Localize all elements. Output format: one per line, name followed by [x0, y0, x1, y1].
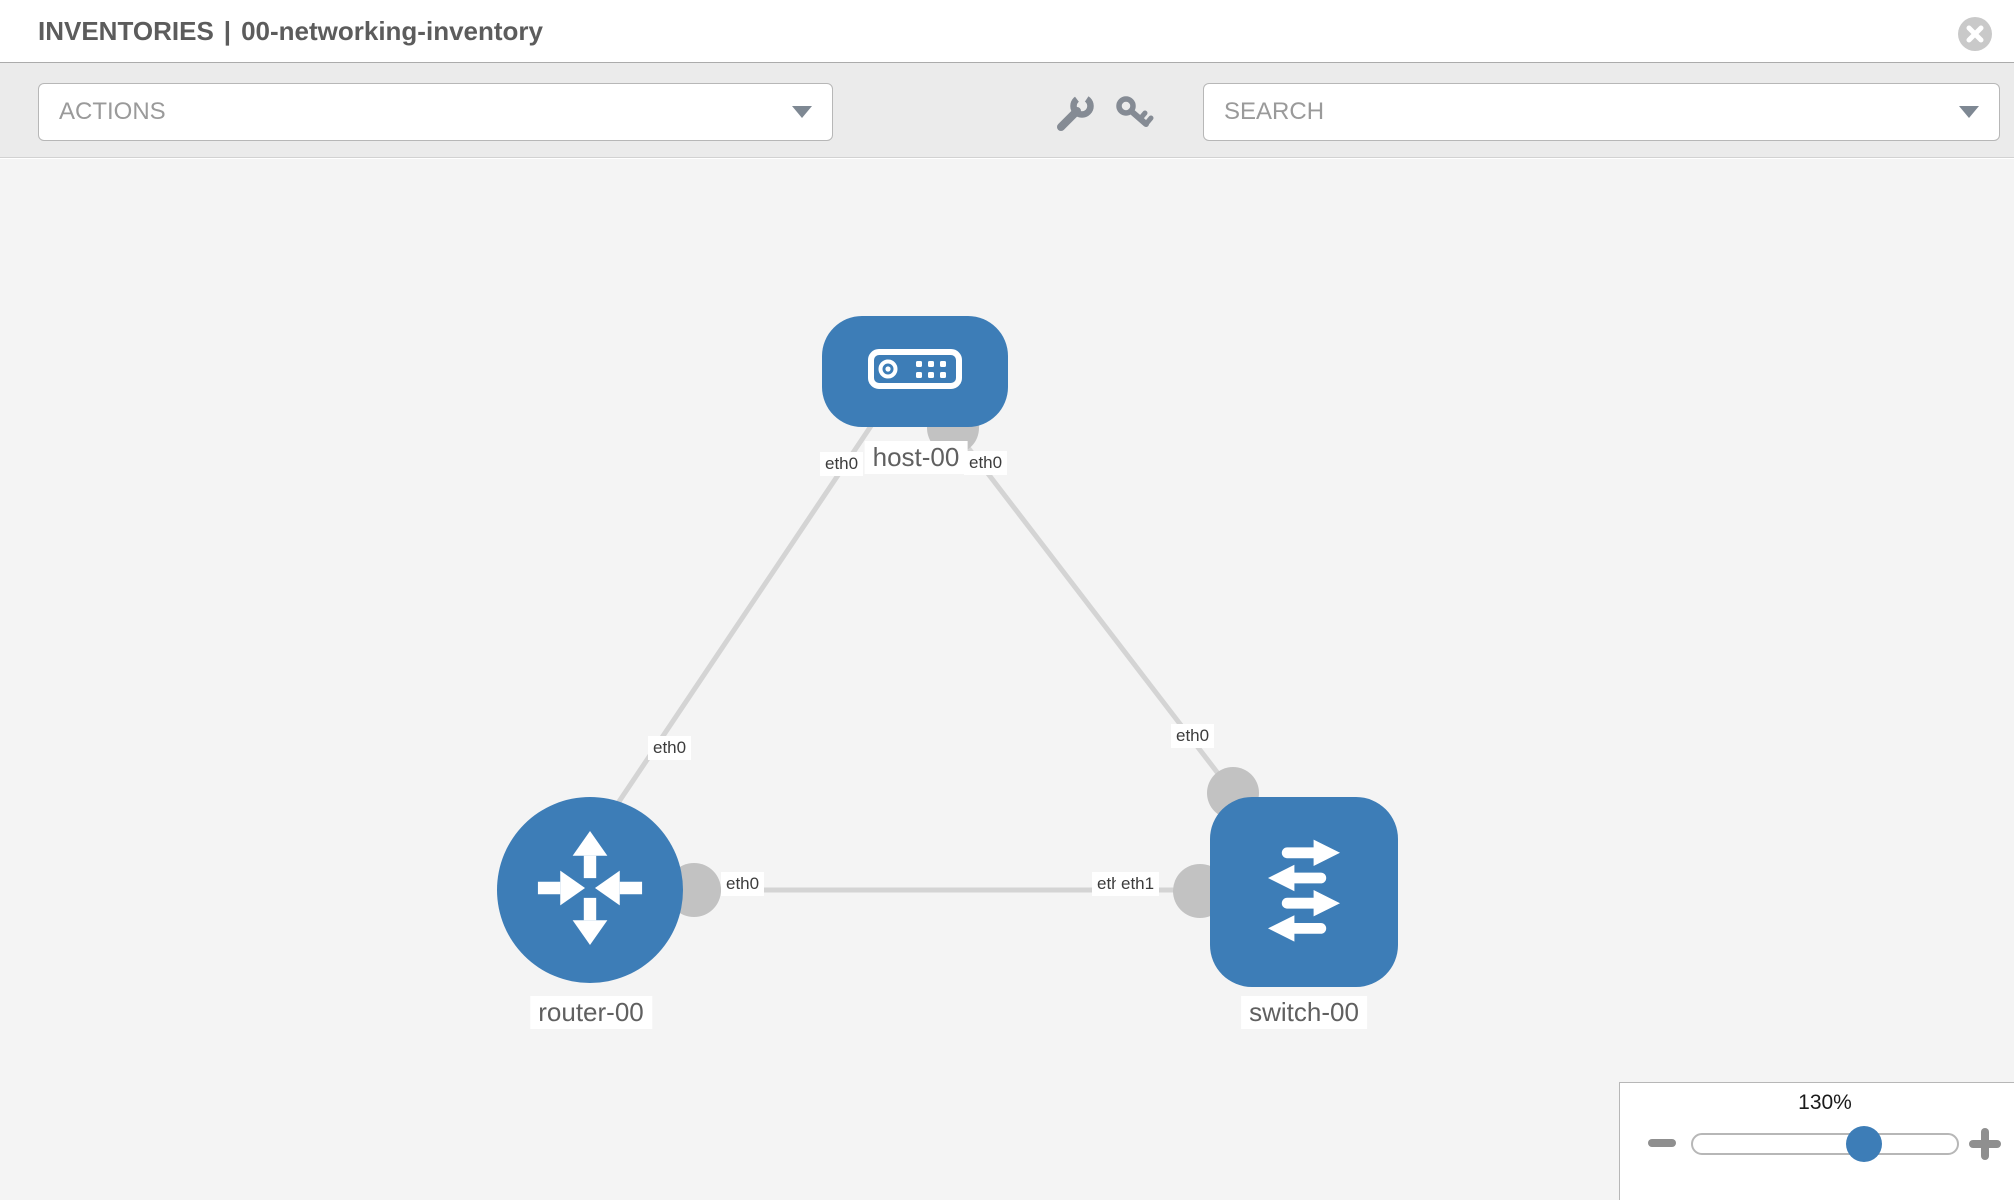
zoom-slider-thumb[interactable]	[1846, 1126, 1882, 1162]
page-title-section: INVENTORIES	[38, 15, 214, 46]
zoom-panel: 130%	[1619, 1082, 2014, 1200]
search-dropdown-label: SEARCH	[1224, 98, 1325, 125]
interface-label-host-eth0-right: eth0	[964, 451, 1008, 475]
links-layer	[609, 402, 1259, 918]
chevron-down-icon	[1959, 106, 1979, 118]
interface-label-router-eth0-right: eth0	[721, 872, 765, 896]
interface-label-router-eth0-top: eth0	[648, 736, 692, 760]
minus-icon	[1648, 1139, 1678, 1161]
credentials-button[interactable]	[1112, 93, 1156, 137]
node-switch-00[interactable]	[1210, 797, 1398, 987]
wrench-icon	[1052, 88, 1096, 141]
node-label-host-00: host-00	[864, 441, 968, 474]
switch-icon	[1244, 830, 1364, 955]
interface-label-switch-eth1: eth1	[1116, 872, 1160, 896]
search-dropdown[interactable]: SEARCH	[1203, 83, 2000, 141]
zoom-in-button[interactable]	[1968, 1127, 2002, 1166]
zoom-level-value: 130%	[1798, 1091, 1852, 1114]
actions-dropdown-label: ACTIONS	[59, 98, 166, 125]
page-title-separator: |	[223, 15, 232, 46]
key-icon	[1112, 96, 1156, 141]
chevron-down-icon	[792, 106, 812, 118]
node-label-switch-00: switch-00	[1241, 996, 1367, 1029]
node-host-00[interactable]	[822, 316, 1008, 427]
topology-canvas[interactable]: host-00 router-00 switch-00 eth0 eth0 et…	[0, 159, 2014, 1200]
header: INVENTORIES | 00-networking-inventory	[0, 0, 2014, 62]
actions-dropdown[interactable]: ACTIONS	[38, 83, 833, 141]
close-button[interactable]	[1958, 17, 1992, 51]
page-title: INVENTORIES | 00-networking-inventory	[38, 0, 543, 62]
host-icon	[867, 348, 963, 395]
plus-icon	[1968, 1128, 2002, 1165]
toolbar: ACTIONS	[0, 62, 2014, 158]
tools-button[interactable]	[1052, 88, 1096, 137]
page-title-inventory-name: 00-networking-inventory	[241, 15, 543, 46]
interface-label-switch-eth0-top: eth0	[1171, 724, 1215, 748]
node-router-00[interactable]	[497, 797, 683, 983]
zoom-out-button[interactable]	[1648, 1127, 1678, 1162]
zoom-slider-track[interactable]	[1691, 1133, 1959, 1155]
interface-label-host-eth0-left: eth0	[820, 452, 864, 476]
router-icon	[528, 826, 652, 955]
node-label-router-00: router-00	[530, 996, 652, 1029]
